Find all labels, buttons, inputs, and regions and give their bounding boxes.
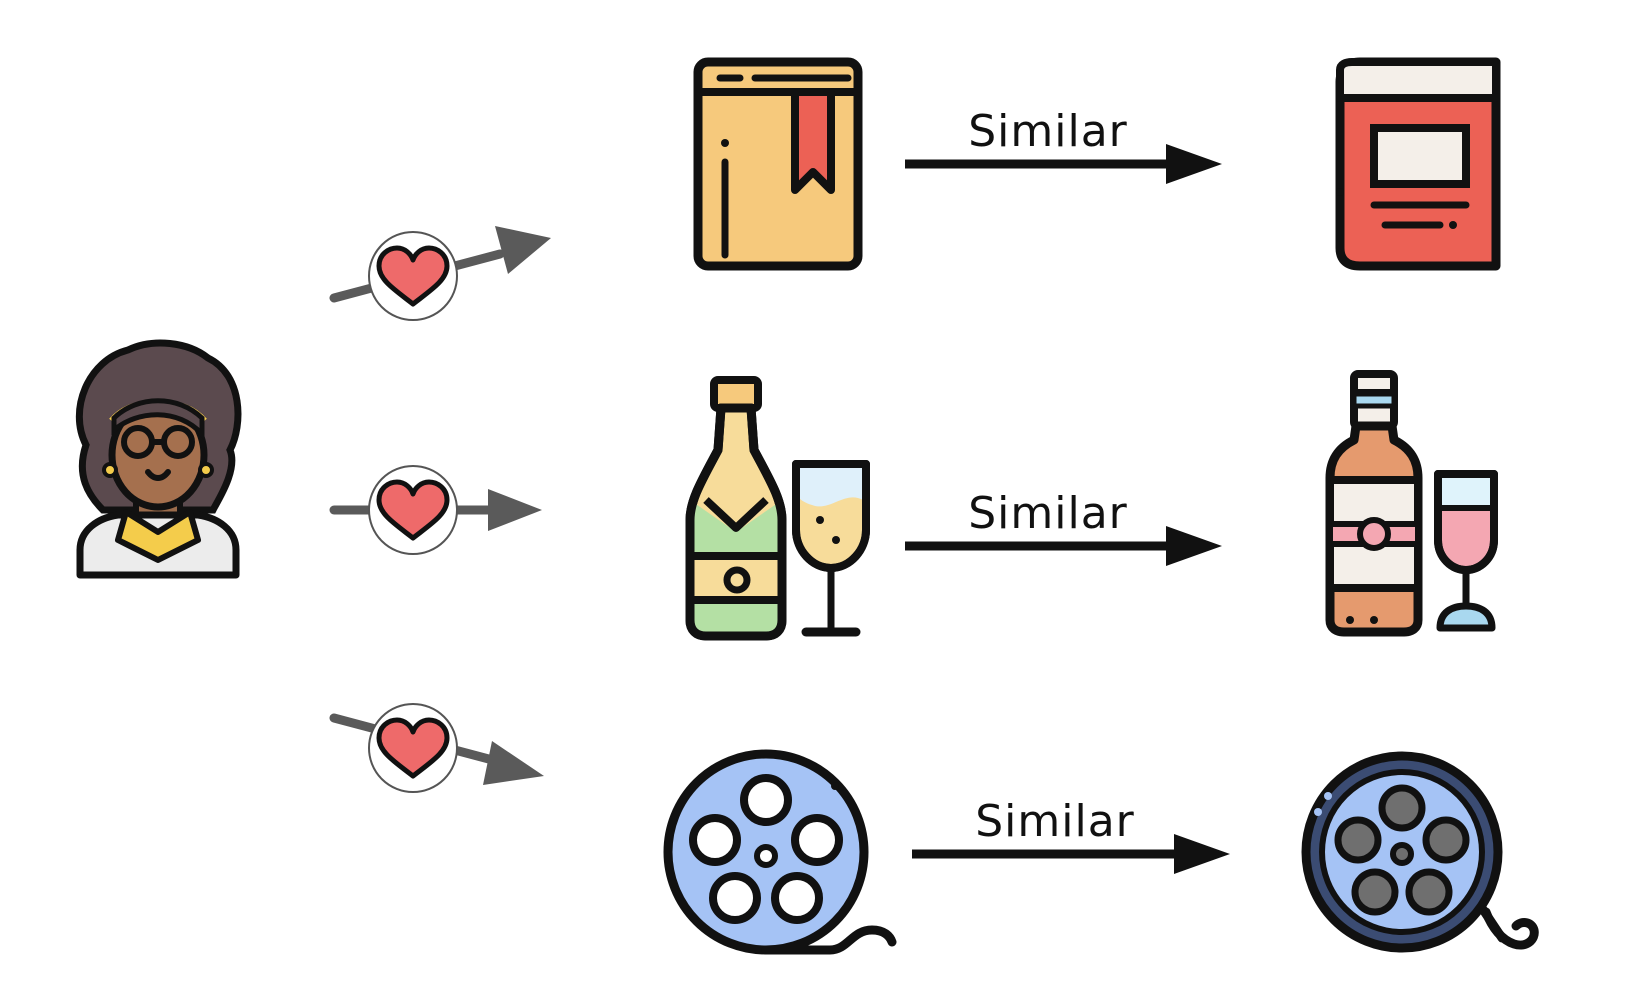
similar-label: Similar bbox=[975, 796, 1135, 847]
heart-icon bbox=[368, 703, 458, 793]
champagne-bottle-glass-icon bbox=[685, 376, 870, 641]
similar-arrow: Similar bbox=[912, 796, 1230, 874]
user-avatar-icon bbox=[75, 339, 242, 579]
blue-film-reel-icon bbox=[663, 749, 897, 955]
heart-icon bbox=[368, 231, 458, 321]
similar-label: Similar bbox=[968, 106, 1128, 157]
red-book-icon bbox=[1335, 57, 1501, 271]
similar-arrow: Similar bbox=[905, 106, 1222, 184]
book-icon bbox=[693, 57, 863, 271]
gray-film-reel-icon bbox=[1301, 751, 1539, 953]
similar-label: Similar bbox=[968, 488, 1128, 539]
heart-icon bbox=[368, 465, 458, 555]
similar-arrow: Similar bbox=[905, 488, 1222, 566]
wine-bottle-glass-icon bbox=[1325, 370, 1498, 637]
